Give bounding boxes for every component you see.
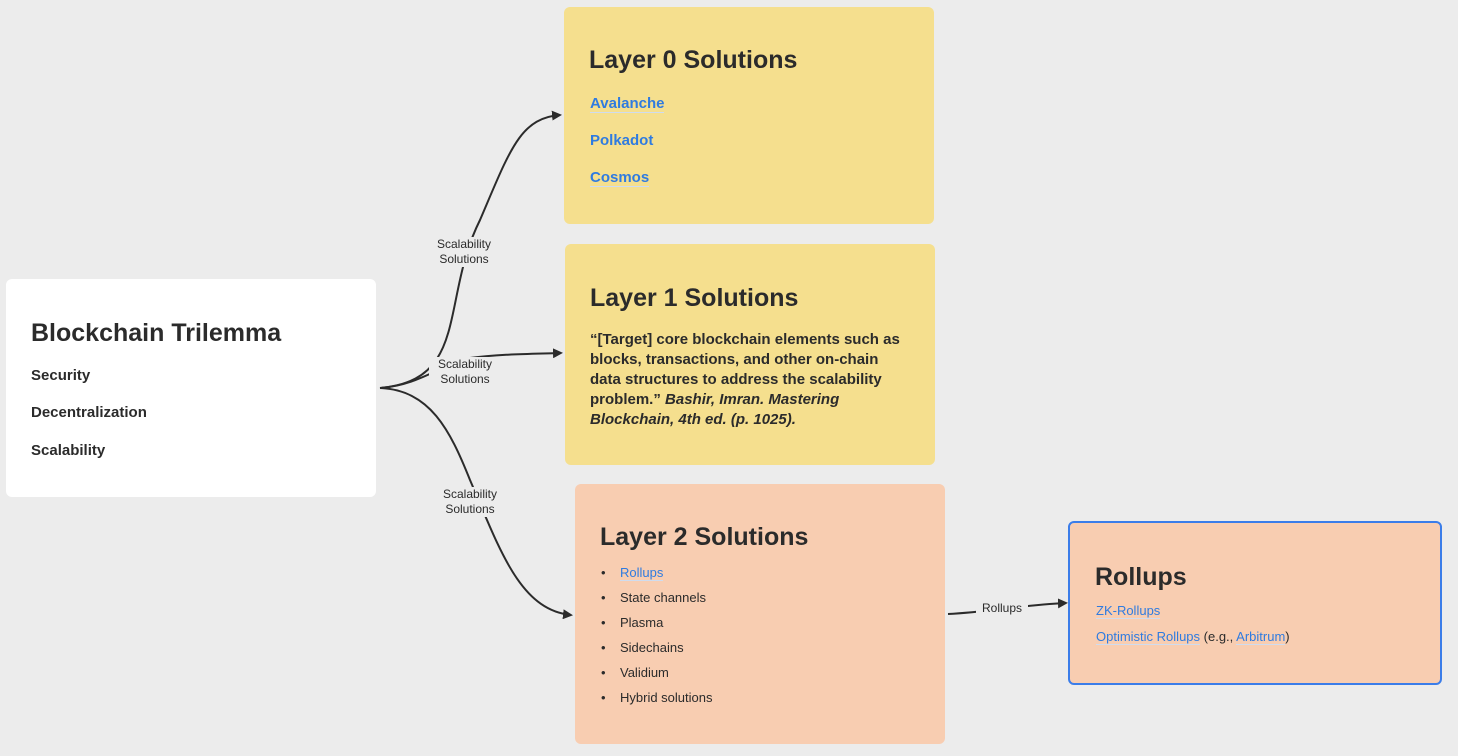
edge-label-layer2: Scalability Solutions <box>434 487 506 517</box>
trilemma-card[interactable]: Blockchain Trilemma Security Decentraliz… <box>6 279 376 497</box>
layer0-link-polkadot[interactable]: Polkadot <box>590 132 654 149</box>
layer2-item-hybrid: Hybrid solutions <box>601 689 713 714</box>
layer2-list: Rollups State channels Plasma Sidechains… <box>601 564 713 714</box>
layer2-item-state-channels: State channels <box>601 589 713 614</box>
rollups-line-optimistic: Optimistic Rollups (e.g., Arbitrum) <box>1096 629 1290 645</box>
layer2-item-sidechains: Sidechains <box>601 639 713 664</box>
trilemma-item-scalability: Scalability <box>31 442 106 459</box>
trilemma-title: Blockchain Trilemma <box>31 319 282 347</box>
eg-open-text: (e.g., <box>1200 629 1237 644</box>
zk-rollups-link[interactable]: ZK-Rollups <box>1096 603 1161 619</box>
layer0-link-cosmos[interactable]: Cosmos <box>590 169 650 187</box>
layer2-item-plasma: Plasma <box>601 614 713 639</box>
eg-close-text: ) <box>1285 629 1290 644</box>
rollups-title: Rollups <box>1095 563 1187 591</box>
layer1-citation: Bashir, Imran. Mastering <box>665 391 840 408</box>
edge-to-layer2 <box>379 387 573 620</box>
layer1-citation-cont: Blockchain, 4th ed. (p. 1025). <box>590 411 796 428</box>
layer0-title: Layer 0 Solutions <box>589 46 798 74</box>
layer2-card[interactable]: Layer 2 Solutions Rollups State channels… <box>575 484 945 744</box>
optimistic-rollups-link[interactable]: Optimistic Rollups <box>1096 629 1201 645</box>
edge-label-rollups: Rollups <box>976 601 1028 616</box>
layer2-item-rollups[interactable]: Rollups <box>601 564 713 589</box>
layer0-card[interactable]: Layer 0 Solutions Avalanche Polkadot Cos… <box>564 7 934 224</box>
layer1-card[interactable]: Layer 1 Solutions “[Target] core blockch… <box>565 244 935 465</box>
edge-label-layer0: Scalability Solutions <box>428 237 500 267</box>
edge-label-layer1: Scalability Solutions <box>429 357 501 387</box>
layer2-title: Layer 2 Solutions <box>600 523 809 551</box>
arbitrum-link[interactable]: Arbitrum <box>1236 629 1286 645</box>
trilemma-item-decentralization: Decentralization <box>31 404 147 421</box>
rollups-line-zk: ZK-Rollups <box>1096 603 1161 619</box>
layer2-item-validium: Validium <box>601 664 713 689</box>
rollups-card[interactable]: Rollups ZK-Rollups Optimistic Rollups (e… <box>1068 521 1442 685</box>
layer1-quote: “[Target] core blockchain elements such … <box>590 331 900 428</box>
layer1-title: Layer 1 Solutions <box>590 284 799 312</box>
trilemma-item-security: Security <box>31 367 91 384</box>
layer0-link-avalanche[interactable]: Avalanche <box>590 95 665 113</box>
